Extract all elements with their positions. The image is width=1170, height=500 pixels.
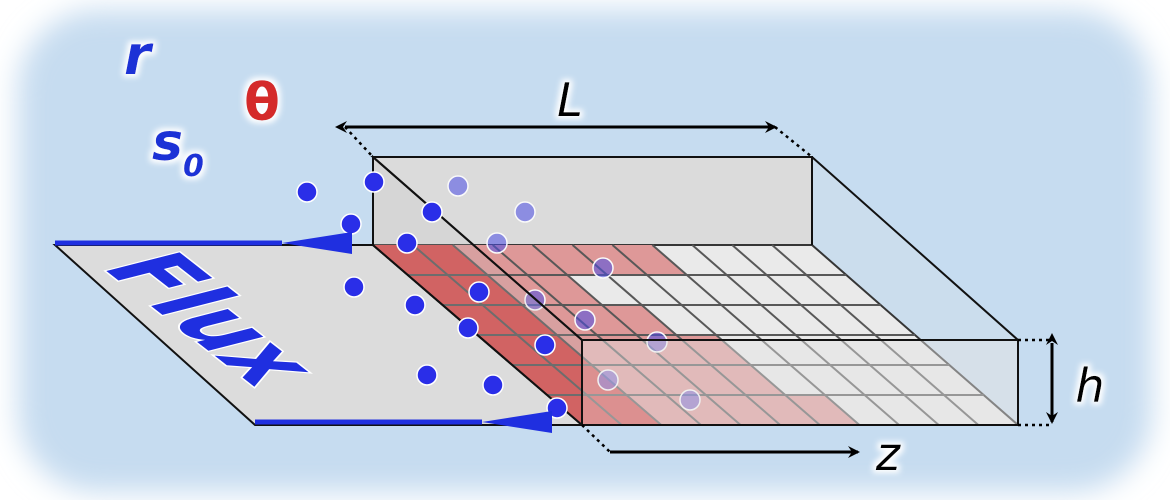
particle (468, 281, 490, 303)
particle (404, 294, 426, 316)
occupied-cell (492, 245, 568, 275)
particle (534, 334, 556, 356)
occupied-cell (442, 305, 518, 335)
symbol-s-base: s (152, 113, 183, 173)
particle (514, 201, 536, 223)
particle (340, 213, 362, 235)
particle (592, 257, 614, 279)
occupied-cell (373, 245, 448, 275)
particle (447, 175, 469, 197)
flux-arrow-bottom-head (482, 411, 552, 433)
length-extension-right (774, 126, 813, 158)
occupied-cell (482, 305, 558, 335)
particle (343, 276, 365, 298)
particles-front (296, 171, 568, 419)
occupied-cell (612, 245, 687, 275)
occupied-cell (527, 275, 602, 305)
symbol-s-subscript: 0 (183, 149, 204, 184)
particle (482, 374, 504, 396)
occupied-cell (601, 305, 677, 335)
symbol-r: r (124, 24, 154, 87)
box-front-panel (581, 339, 1019, 426)
particle (396, 232, 418, 254)
particle (296, 181, 318, 203)
symbol-theta: θ (244, 73, 280, 133)
particle (457, 317, 479, 339)
particle (363, 171, 385, 193)
particle (416, 364, 438, 386)
occupied-cell (512, 365, 587, 395)
height-label: h (1075, 359, 1104, 413)
occupied-cell (477, 335, 553, 365)
particle (421, 201, 443, 223)
occupied-cell (532, 245, 608, 275)
symbol-s0: s 0 (152, 113, 204, 184)
flux-arrow-top-head (282, 232, 352, 254)
occupied-cell (407, 275, 483, 305)
particle (486, 232, 508, 254)
length-label: L (557, 73, 583, 127)
particle (574, 309, 596, 331)
z-axis-label: z (875, 427, 901, 481)
occupied-cell (412, 245, 488, 275)
